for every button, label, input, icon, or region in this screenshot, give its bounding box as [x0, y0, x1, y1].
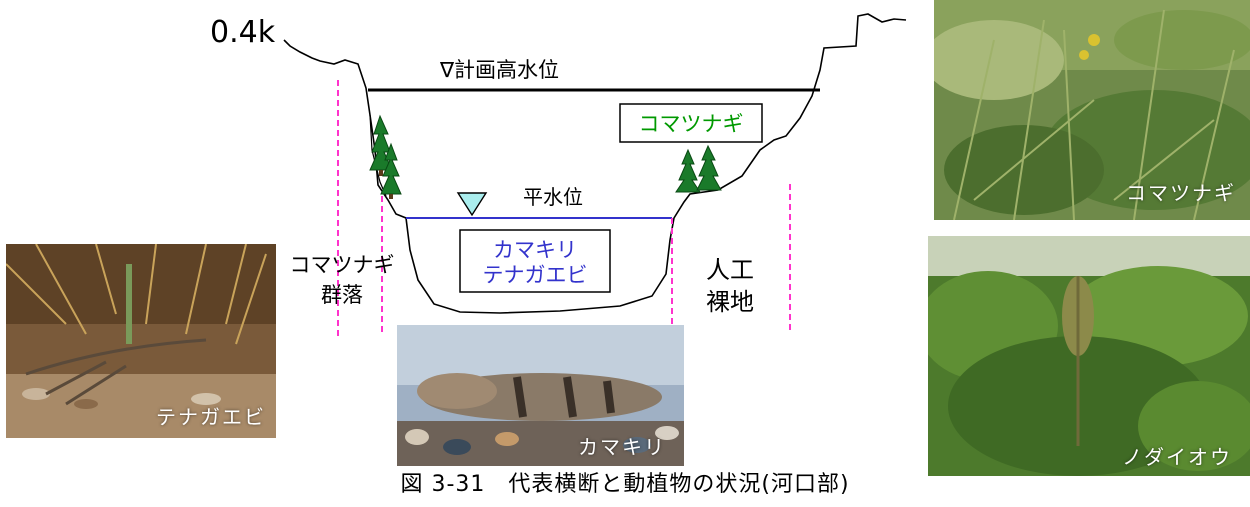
- weeds-image: [928, 236, 1250, 476]
- zone-right-label-1: 人工: [706, 256, 754, 284]
- shrimp-image: [6, 244, 276, 438]
- planned-high-water-label: ∇計画高水位: [439, 58, 559, 82]
- grass-image: [934, 0, 1250, 220]
- water-species-label-2: テナガエビ: [483, 263, 588, 287]
- water-species-label-1: カマキリ: [493, 238, 577, 262]
- photo-label-nodaiou: ノダイオウ: [1122, 445, 1232, 469]
- photo-label-kamakiri: カマキリ: [578, 435, 666, 459]
- photo-nodaiou: ノダイオウ: [928, 236, 1250, 476]
- fish-image: [397, 325, 684, 466]
- zone-left-label-2: 群落: [321, 283, 363, 307]
- photo-label-tenagaebi: テナガエビ: [156, 405, 266, 429]
- normal-water-label: 平水位: [523, 185, 583, 209]
- shrub-icon-right-2: [696, 144, 722, 191]
- section-label: 0.4k: [210, 15, 276, 50]
- water-level-marker: [456, 192, 488, 217]
- figure-caption: 図 3-31 代表横断と動植物の状況(河口部): [400, 472, 850, 497]
- shrub-icon-left-2: [380, 142, 402, 199]
- photo-kamakiri: カマキリ: [397, 325, 684, 466]
- zone-right-label-2: 裸地: [706, 288, 754, 316]
- bank-species-label: コマツナギ: [639, 112, 744, 136]
- bank-species-box: [619, 103, 763, 143]
- photo-tenagaebi: テナガエビ: [6, 244, 276, 438]
- photo-label-komatsunagi: コマツナギ: [1126, 181, 1236, 205]
- water-species-box: [459, 229, 611, 293]
- shrub-icon-left-1: [369, 114, 393, 176]
- photo-komatsunagi: コマツナギ: [934, 0, 1250, 220]
- cross-section-profile: [283, 13, 907, 314]
- zone-left-label-1: コマツナギ: [290, 253, 395, 277]
- shrub-icon-right-1: [675, 148, 701, 193]
